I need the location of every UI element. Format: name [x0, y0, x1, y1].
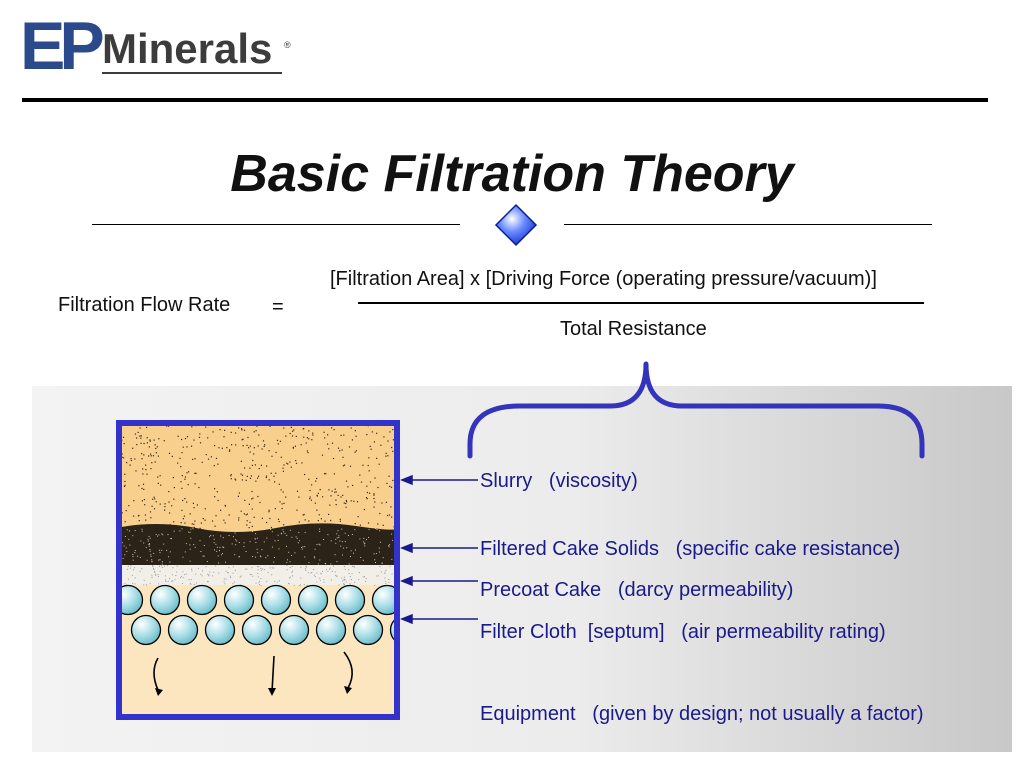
formula-lhs: Filtration Flow Rate	[58, 294, 230, 317]
cloth-fiber	[243, 616, 272, 645]
cloth-fiber	[317, 616, 346, 645]
formula-equals: =	[272, 296, 284, 319]
cloth-fiber	[132, 616, 161, 645]
cloth-fiber	[169, 616, 198, 645]
cloth-fiber	[299, 586, 328, 615]
logo-underline	[102, 72, 282, 74]
formula-denominator: Total Resistance	[560, 318, 707, 341]
header-rule	[22, 98, 988, 102]
label-filter-cloth: Filter Cloth [septum] (air permeability …	[480, 621, 886, 644]
cloth-fiber	[151, 586, 180, 615]
logo-name: Minerals	[102, 28, 272, 70]
label-equipment: Equipment (given by design; not usually …	[480, 703, 924, 726]
label-slurry: Slurry (viscosity)	[480, 470, 638, 493]
logo-mark: EP	[20, 12, 99, 80]
title-rule-right	[564, 224, 932, 225]
title-rule-left	[92, 224, 460, 225]
cloth-fiber	[280, 616, 309, 645]
page-title: Basic Filtration Theory	[0, 148, 1024, 200]
resistance-brace	[460, 356, 940, 466]
cloth-fiber	[336, 586, 365, 615]
diamond-icon	[494, 203, 538, 247]
cloth-fiber	[188, 586, 217, 615]
label-precoat-cake: Precoat Cake (darcy permeability)	[480, 579, 793, 602]
cloth-fiber	[206, 616, 235, 645]
pointer-arrows	[400, 470, 480, 630]
label-filtered-cake-solids: Filtered Cake Solids (specific cake resi…	[480, 538, 900, 561]
cloth-fiber	[354, 616, 383, 645]
fraction-bar	[358, 302, 924, 304]
registered-mark: ®	[284, 40, 291, 50]
cloth-fiber	[262, 586, 291, 615]
filter-cross-section	[116, 420, 400, 720]
cloth-fiber	[225, 586, 254, 615]
formula-numerator: [Filtration Area] x [Driving Force (oper…	[330, 268, 877, 291]
